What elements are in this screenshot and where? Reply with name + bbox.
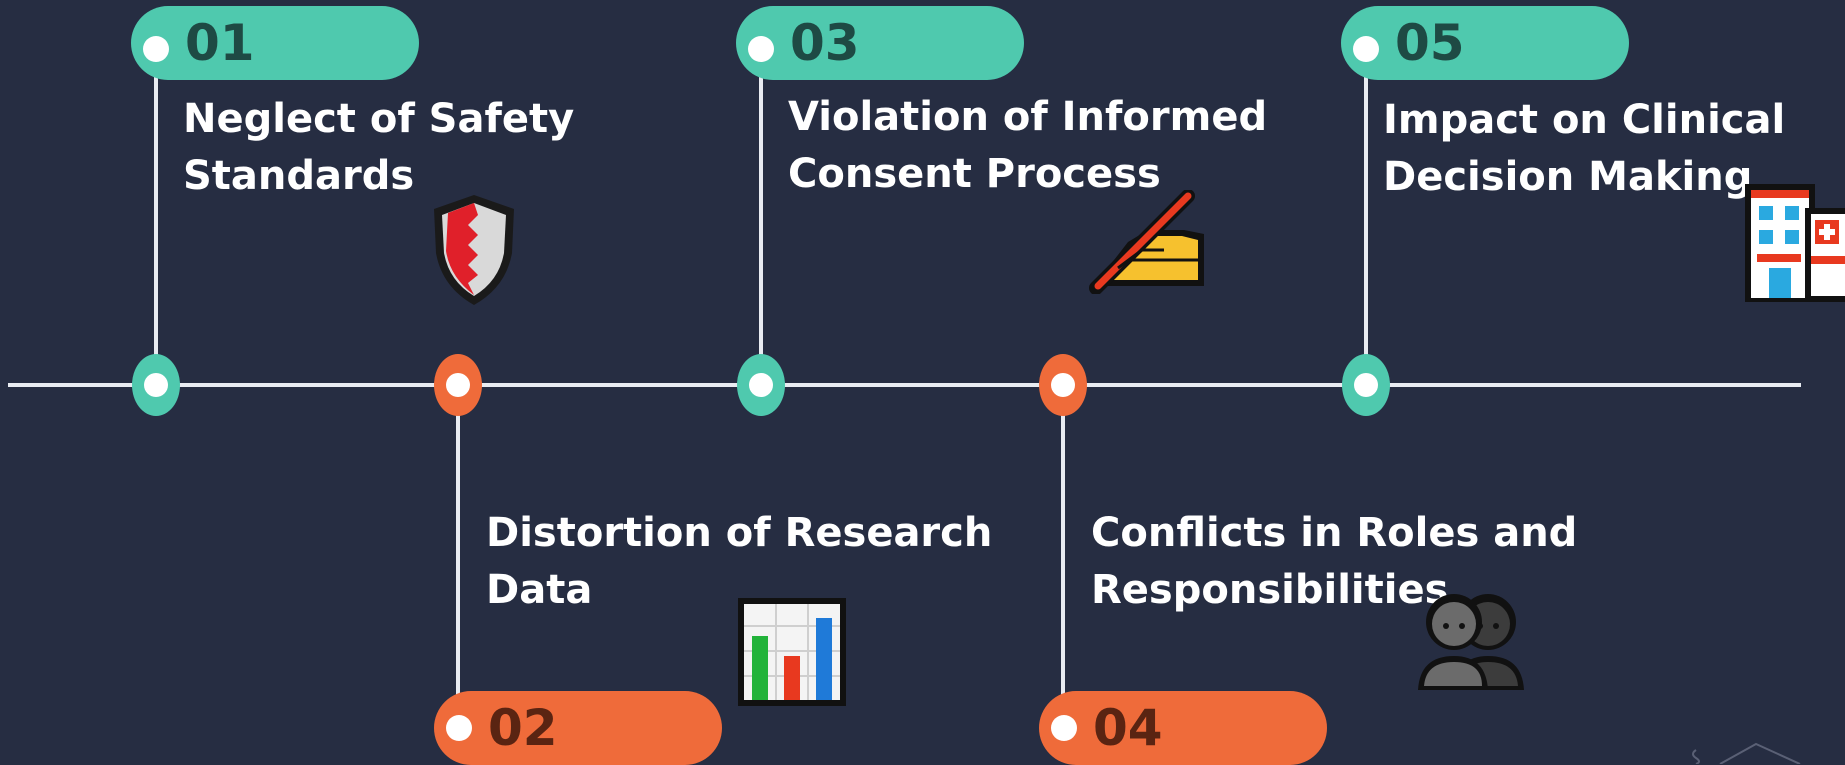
step-04-timeline-node bbox=[1039, 354, 1087, 416]
step-03-pill-dot bbox=[748, 36, 774, 62]
step-01-number-pill: 01 bbox=[131, 6, 419, 80]
step-03-number-pill: 03 bbox=[736, 6, 1024, 80]
step-05-title: Impact on Clinical Decision Making bbox=[1383, 97, 1786, 200]
step-01-title: Neglect of Safety Standards bbox=[183, 96, 575, 199]
step-03-timeline-node bbox=[737, 354, 785, 416]
shield-icon bbox=[434, 195, 514, 305]
step-02-timeline-node bbox=[434, 354, 482, 416]
writing-hand-icon bbox=[1089, 190, 1204, 294]
people-icon bbox=[1418, 594, 1524, 690]
step-04-title: Conflicts in Roles and Responsibilities bbox=[1091, 510, 1578, 613]
bar-chart-icon bbox=[738, 598, 846, 706]
watermark-logo bbox=[1692, 742, 1801, 764]
step-01-pill-dot bbox=[143, 36, 169, 62]
step-05-pill-dot bbox=[1353, 36, 1379, 62]
hospital-icon bbox=[1745, 184, 1845, 302]
step-03-connector bbox=[759, 44, 763, 386]
step-04-pill-dot bbox=[1051, 715, 1077, 741]
step-02-title: Distortion of Research Data bbox=[486, 510, 993, 613]
step-05-number: 05 bbox=[1395, 14, 1465, 72]
step-01-connector bbox=[154, 44, 158, 386]
step-04-number-pill: 04 bbox=[1039, 691, 1327, 765]
step-03-title: Violation of Informed Consent Process bbox=[788, 94, 1268, 197]
step-02-connector bbox=[456, 386, 460, 728]
step-05-number-pill: 05 bbox=[1341, 6, 1629, 80]
timeline-axis bbox=[8, 383, 1801, 387]
step-02-number: 02 bbox=[488, 699, 558, 757]
step-01-timeline-node bbox=[132, 354, 180, 416]
step-01-number: 01 bbox=[185, 14, 255, 72]
step-05-timeline-node bbox=[1342, 354, 1390, 416]
step-04-connector bbox=[1061, 386, 1065, 728]
step-05-connector bbox=[1364, 44, 1368, 386]
step-04-number: 04 bbox=[1093, 699, 1163, 757]
step-02-number-pill: 02 bbox=[434, 691, 722, 765]
step-02-pill-dot bbox=[446, 715, 472, 741]
step-03-number: 03 bbox=[790, 14, 860, 72]
